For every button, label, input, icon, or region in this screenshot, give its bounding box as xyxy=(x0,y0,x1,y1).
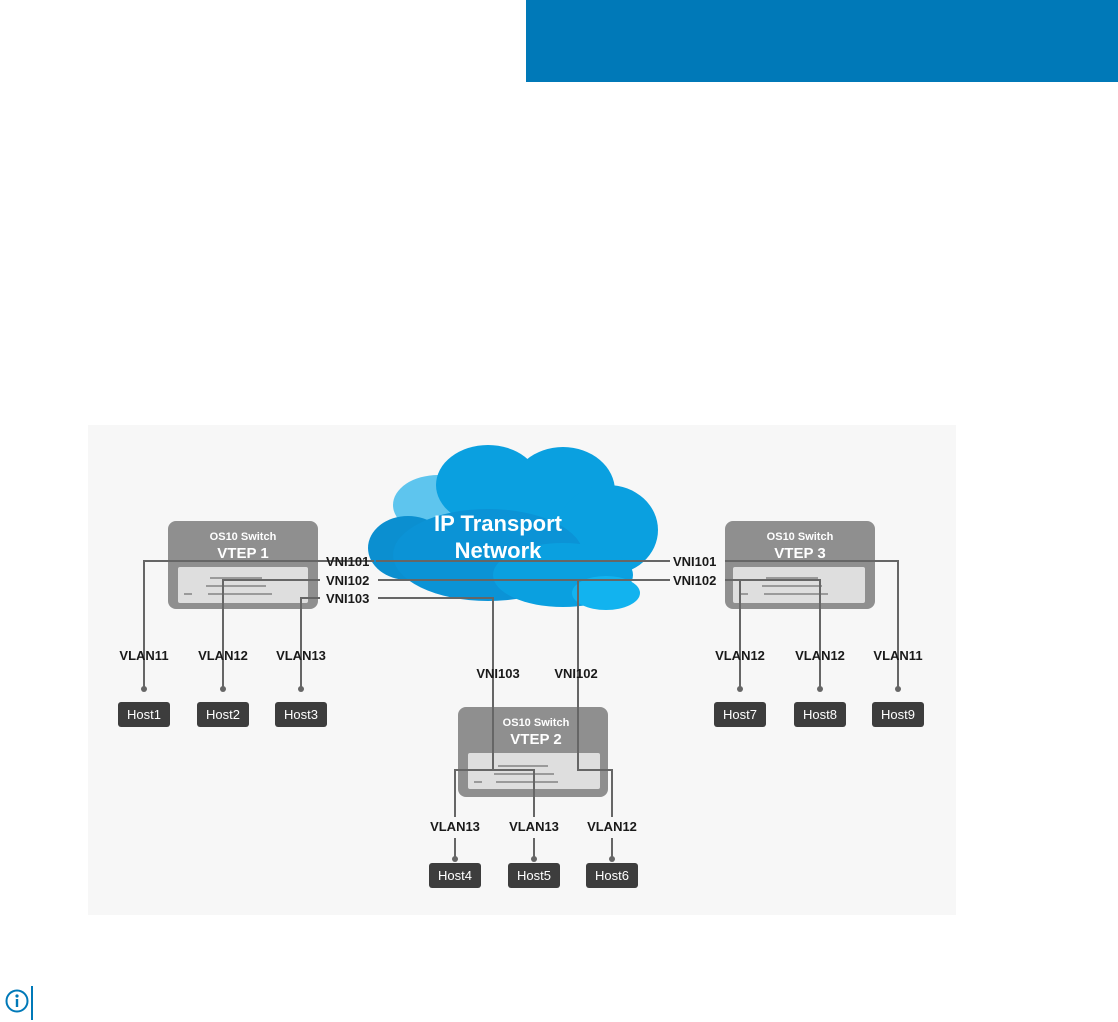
link-vni102-right-a xyxy=(725,579,821,687)
note-divider xyxy=(31,986,33,1020)
vni-links xyxy=(143,560,899,817)
link-vni102-left xyxy=(222,579,320,687)
vtep2-model: OS10 Switch xyxy=(503,717,570,729)
switch-vtep1: OS10 Switch VTEP 1 xyxy=(168,521,318,609)
host2: Host2 xyxy=(197,702,249,727)
link-vni102-vtep2 xyxy=(577,580,613,817)
host5-label: Host5 xyxy=(517,868,551,883)
host3-label: Host3 xyxy=(284,707,318,722)
host6: Host6 xyxy=(586,863,638,888)
link-vni101-right xyxy=(725,560,899,687)
vtep1-model: OS10 Switch xyxy=(210,531,277,543)
vlan-label-host3: VLAN13 xyxy=(276,648,326,663)
cloud-label-line1: IP Transport xyxy=(434,511,563,536)
host1-label: Host1 xyxy=(127,707,161,722)
host7: Host7 xyxy=(714,702,766,727)
link-vni101-left xyxy=(143,560,374,687)
link-vni103-host4 xyxy=(454,769,493,817)
vni-label-vtep1-103: VNI103 xyxy=(326,591,369,606)
host8: Host8 xyxy=(794,702,846,727)
link-vni103-host5 xyxy=(493,769,535,817)
host2-label: Host2 xyxy=(206,707,240,722)
vlan-label-host9: VLAN11 xyxy=(873,648,922,663)
vlan-label-host5: VLAN13 xyxy=(509,819,559,834)
ip-transport-cloud: IP Transport Network xyxy=(368,445,658,610)
vni-label-vtep1-101: VNI101 xyxy=(326,554,369,569)
host9-label: Host9 xyxy=(881,707,915,722)
host8-label: Host8 xyxy=(803,707,837,722)
vni-label-vtep2-103: VNI103 xyxy=(476,666,519,681)
vlan-label-host1: VLAN11 xyxy=(119,648,168,663)
vlan-label-host6: VLAN12 xyxy=(587,819,637,834)
vni-label-vtep3-101: VNI101 xyxy=(673,554,716,569)
header-bar xyxy=(526,0,1118,82)
info-icon xyxy=(4,988,30,1014)
host7-label: Host7 xyxy=(723,707,757,722)
host9: Host9 xyxy=(872,702,924,727)
vlan-label-host4: VLAN13 xyxy=(430,819,480,834)
vlan-label-host2: VLAN12 xyxy=(198,648,248,663)
vtep3-name: VTEP 3 xyxy=(774,545,825,562)
vni-label-vtep2-102: VNI102 xyxy=(554,666,597,681)
connector-dots xyxy=(141,686,901,862)
vlan-label-host7: VLAN12 xyxy=(715,648,765,663)
vlan-label-host8: VLAN12 xyxy=(795,648,845,663)
host4-label: Host4 xyxy=(438,868,472,883)
switch-vtep3: OS10 Switch VTEP 3 xyxy=(725,521,875,609)
cloud-label-line2: Network xyxy=(455,538,543,563)
link-vni103-left xyxy=(300,597,320,687)
host3: Host3 xyxy=(275,702,327,727)
vlan-stubs xyxy=(143,667,899,857)
link-vni103-vtep2 xyxy=(378,597,494,770)
vxlan-diagram: IP Transport Network OS10 Switch VTEP 1 … xyxy=(88,425,956,915)
vtep1-name: VTEP 1 xyxy=(217,545,268,562)
host4: Host4 xyxy=(429,863,481,888)
vtep2-name: VTEP 2 xyxy=(510,731,561,748)
host5: Host5 xyxy=(508,863,560,888)
vni-label-vtep3-102: VNI102 xyxy=(673,573,716,588)
vtep3-model: OS10 Switch xyxy=(767,531,834,543)
vni-label-vtep1-102: VNI102 xyxy=(326,573,369,588)
host1: Host1 xyxy=(118,702,170,727)
host6-label: Host6 xyxy=(595,868,629,883)
